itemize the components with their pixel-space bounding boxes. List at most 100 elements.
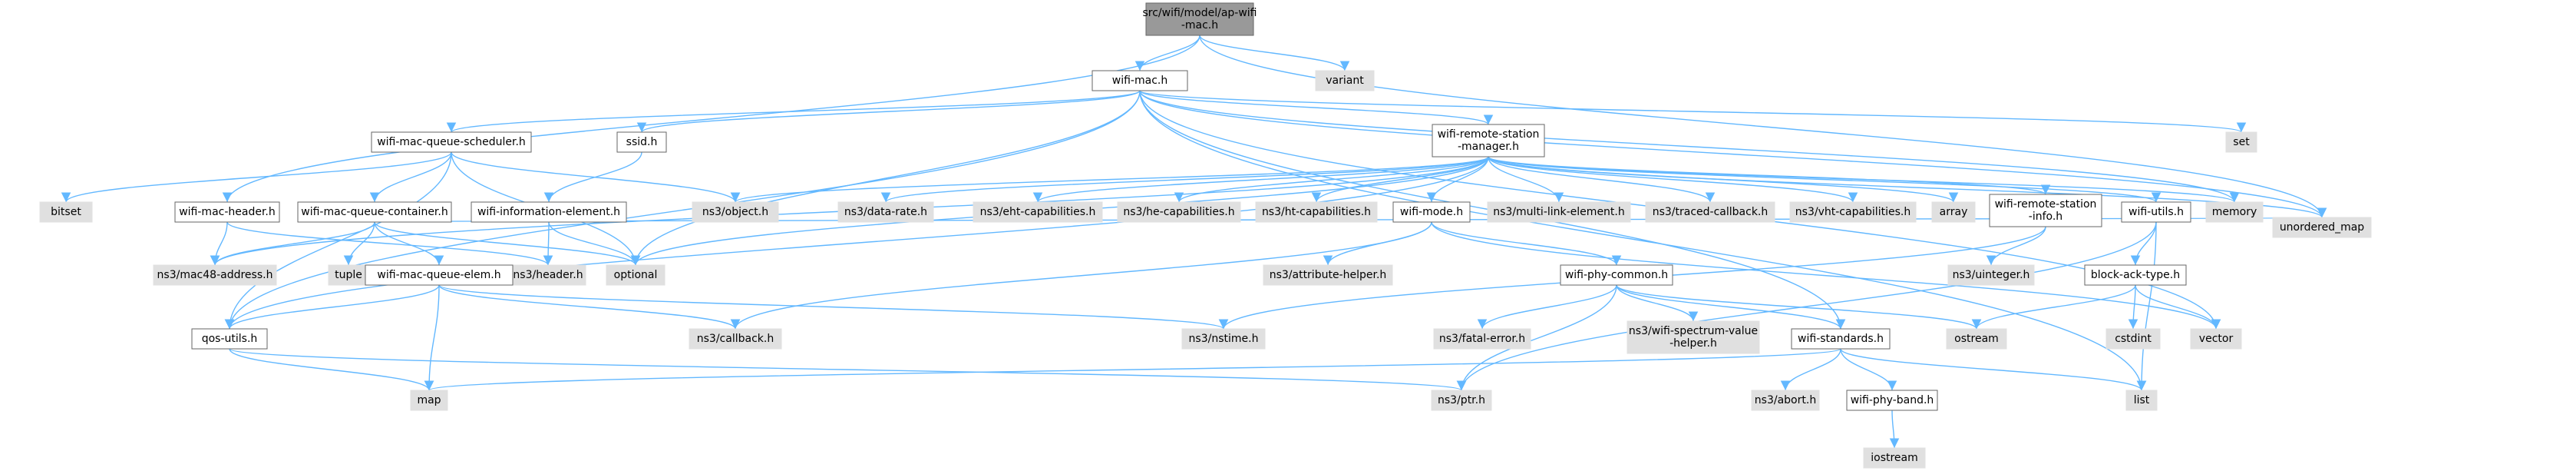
node-ns3-attribute-helper: ns3/attribute-helper.h xyxy=(1263,264,1393,286)
node-label-wifi-utils: wifi-utils.h xyxy=(2129,206,2184,218)
node-label-ns3-eht-capabilities: ns3/eht-capabilities.h xyxy=(980,206,1096,218)
node-wifi-phy-band[interactable]: wifi-phy-band.h xyxy=(1846,390,1938,411)
node-label-wifi-remote-station-info: wifi-remote-station xyxy=(1995,198,2097,211)
edge-qos-utils-to-map xyxy=(229,348,434,391)
node-unordered_map: unordered_map xyxy=(2272,217,2372,238)
node-box-ns3-ht-capabilities xyxy=(1255,201,1378,223)
node-ns3-eht-capabilities: ns3/eht-capabilities.h xyxy=(973,201,1103,223)
node-label-ostream: ostream xyxy=(1954,333,1999,345)
node-wifi-mode[interactable]: wifi-mode.h xyxy=(1392,201,1471,223)
node-wifi-standards[interactable]: wifi-standards.h xyxy=(1791,328,1891,350)
edge-wifi-remote-station-manager-to-ns3-data-rate xyxy=(881,156,1489,203)
node-box-ns3-vht-capabilities xyxy=(1789,201,1917,223)
node-label-ns3-wifi-spectrum-value-helper: ns3/wifi-spectrum-value xyxy=(1629,325,1758,337)
node-ns3-object: ns3/object.h xyxy=(692,201,779,223)
node-wifi-mac-queue-scheduler[interactable]: wifi-mac-queue-scheduler.h xyxy=(371,131,532,153)
node-box-ns3-fatal-error xyxy=(1433,328,1531,350)
node-box-ns3-nstime xyxy=(1181,328,1266,350)
node-box-list xyxy=(2125,390,2158,411)
node-box-set xyxy=(2225,131,2257,153)
node-block-ack-type[interactable]: block-ack-type.h xyxy=(2084,264,2187,286)
node-ns3-fatal-error: ns3/fatal-error.h xyxy=(1433,328,1531,350)
node-label-array: array xyxy=(1940,206,1968,218)
node-box-optional xyxy=(606,264,665,286)
node-box-wifi-phy-common xyxy=(1560,264,1673,286)
node-wifi-utils[interactable]: wifi-utils.h xyxy=(2121,201,2191,223)
node-wifi-phy-common[interactable]: wifi-phy-common.h xyxy=(1560,264,1673,286)
node-label-ns3-multi-link-element: ns3/multi-link-element.h xyxy=(1493,206,1625,218)
node-label-ns3-ht-capabilities: ns3/ht-capabilities.h xyxy=(1262,206,1371,218)
node-label-wifi-mac-queue-scheduler: wifi-mac-queue-scheduler.h xyxy=(377,136,526,148)
node-ns3-header: ns3/header.h xyxy=(510,264,586,286)
node-box-ns3-attribute-helper xyxy=(1263,264,1393,286)
node-list: list xyxy=(2125,390,2158,411)
node-label-wifi-standards: wifi-standards.h xyxy=(1798,333,1884,345)
edge-wifi-phy-common-to-ns3-ptr xyxy=(1456,284,1617,391)
edge-wifi-remote-station-info-to-ns3-uinteger xyxy=(1986,226,2046,266)
node-label-ns3-callback: ns3/callback.h xyxy=(697,333,774,345)
node-box-wifi-standards xyxy=(1791,328,1891,350)
edge-wifi-mac-header-to-ns3-header xyxy=(226,221,553,266)
edge-wifi-utils-to-ns3-ptr xyxy=(1456,221,2157,391)
node-ostream: ostream xyxy=(1946,328,2007,350)
node-box-vector xyxy=(2190,328,2242,350)
node-label-ns3-nstime: ns3/nstime.h xyxy=(1189,333,1259,345)
edge-wifi-standards-to-wifi-phy-band xyxy=(1840,348,1897,391)
edge-wifi-mac-queue-elem-to-ns3-callback xyxy=(438,284,741,330)
node-label-cstdint: cstdint xyxy=(2115,333,2152,345)
node-ns3-mac48-address: ns3/mac48-address.h xyxy=(153,264,277,286)
node-wifi-mac-queue-container[interactable]: wifi-mac-queue-container.h xyxy=(297,201,452,223)
node-wifi-remote-station-manager[interactable]: wifi-remote-station-manager.h xyxy=(1432,124,1545,158)
edge-wifi-mac-to-wifi-mac-queue-scheduler xyxy=(447,90,1141,133)
node-wifi-mac-queue-elem[interactable]: wifi-mac-queue-elem.h xyxy=(365,264,514,286)
node-tuple: tuple xyxy=(328,264,369,286)
node-box-ns3-he-capabilities xyxy=(1117,201,1241,223)
edge-wifi-remote-station-manager-to-unordered_map xyxy=(1488,156,2327,218)
edge-layer xyxy=(61,35,2327,449)
edge-wifi-mac-to-list xyxy=(1139,90,2147,391)
edge-wifi-mac-queue-elem-to-qos-utils xyxy=(224,284,440,330)
node-ns3-ptr: ns3/ptr.h xyxy=(1431,390,1492,411)
edge-wifi-utils-to-block-ack-type xyxy=(2130,221,2157,266)
node-box-ostream xyxy=(1946,328,2007,350)
node-qos-utils[interactable]: qos-utils.h xyxy=(191,328,268,350)
node-label-qos-utils: qos-utils.h xyxy=(202,333,258,345)
node-ssid[interactable]: ssid.h xyxy=(616,131,667,153)
node-ns3-traced-callback: ns3/traced-callback.h xyxy=(1645,201,1775,223)
node-label-ns3-abort: ns3/abort.h xyxy=(1755,394,1816,406)
node-label-ns3-traced-callback: ns3/traced-callback.h xyxy=(1653,206,1769,218)
node-box-wifi-mac-queue-scheduler xyxy=(371,131,532,153)
node-label-ns3-header: ns3/header.h xyxy=(513,269,583,281)
node-ns3-uinteger: ns3/uinteger.h xyxy=(1947,264,2035,286)
edge-wifi-remote-station-manager-to-qos-utils xyxy=(224,156,1489,330)
node-wifi-mac-header[interactable]: wifi-mac-header.h xyxy=(174,201,280,223)
node-box-array xyxy=(1931,201,1976,223)
node-ap-wifi-mac[interactable]: src/wifi/model/ap-wifi-mac.h xyxy=(1142,2,1257,36)
node-box-wifi-mac-queue-container xyxy=(297,201,452,223)
node-ns3-wifi-spectrum-value-helper: ns3/wifi-spectrum-value-helper.h xyxy=(1627,320,1760,354)
node-optional: optional xyxy=(606,264,665,286)
node-label-ns3-vht-capabilities: ns3/vht-capabilities.h xyxy=(1795,206,1911,218)
edge-wifi-mac-to-wifi-remote-station-manager xyxy=(1139,90,1494,125)
node-box-ns3-wifi-spectrum-value-helper xyxy=(1627,320,1760,354)
node-box-wifi-mac xyxy=(1091,70,1188,91)
edge-wifi-mac-to-qos-utils xyxy=(224,90,1141,330)
node-label-ns3-wifi-spectrum-value-helper: -helper.h xyxy=(1669,337,1717,350)
node-box-ssid xyxy=(616,131,667,153)
edge-wifi-remote-station-manager-to-memory xyxy=(1488,156,2239,203)
edge-wifi-mac-queue-elem-to-map xyxy=(424,284,440,391)
edge-wifi-phy-common-to-wifi-standards xyxy=(1616,284,1846,330)
edge-wifi-remote-station-manager-to-ns3-ht-capabilities xyxy=(1311,156,1489,203)
node-box-ns3-traced-callback xyxy=(1645,201,1775,223)
node-box-ns3-abort xyxy=(1751,390,1820,411)
node-label-wifi-mac-header: wifi-mac-header.h xyxy=(179,206,276,218)
node-box-qos-utils xyxy=(191,328,268,350)
node-box-wifi-phy-band xyxy=(1846,390,1938,411)
node-wifi-remote-station-info[interactable]: wifi-remote-station-info.h xyxy=(1989,194,2102,227)
edge-wifi-mac-queue-scheduler-to-bitset xyxy=(61,151,452,203)
node-box-wifi-mac-queue-elem xyxy=(365,264,514,286)
edge-wifi-utils-to-list xyxy=(2136,221,2157,391)
node-wifi-information-element[interactable]: wifi-information-element.h xyxy=(471,201,627,223)
node-wifi-mac[interactable]: wifi-mac.h xyxy=(1091,70,1188,91)
edge-wifi-mode-to-vector xyxy=(1431,221,2221,330)
